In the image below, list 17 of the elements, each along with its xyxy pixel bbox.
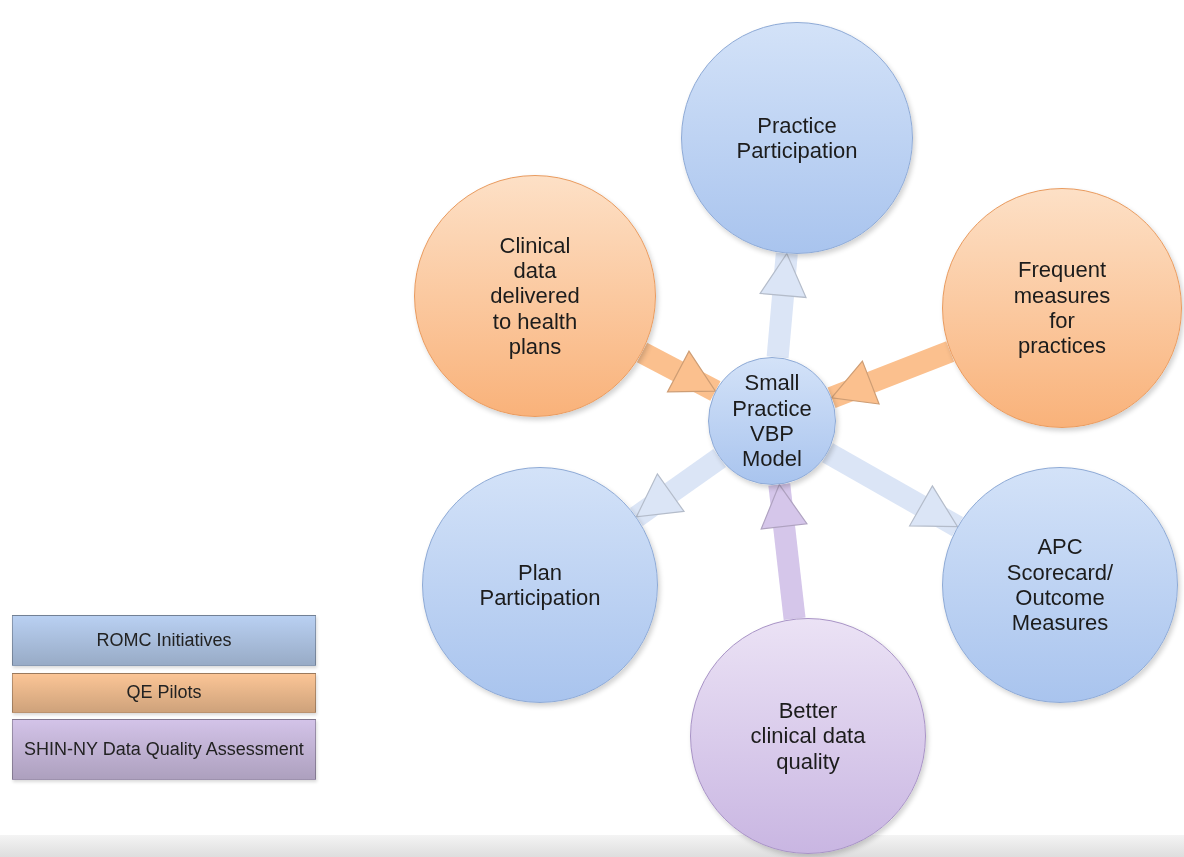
legend-label: QE Pilots [125,682,203,704]
block-arrow [636,342,721,401]
node-label: Plan Participation [478,559,602,611]
node-label: Clinical data delivered to health plans [489,232,581,360]
block-arrow [827,341,955,409]
block-arrow [760,483,808,621]
node-label: Small Practice VBP Model [731,370,813,472]
legend-label: SHIN-NY Data Quality Assessment [23,738,305,761]
block-arrow [630,448,727,526]
node-label: APC Scorecard/ Outcome Measures [1005,534,1115,636]
block-arrow [822,443,963,537]
legend-label: ROMC Initiatives [95,629,233,652]
circle-node [708,357,836,485]
node-label: Better clinical data quality [749,698,867,774]
node-label: Frequent measures for practices [1012,257,1112,359]
node-label: Practice Participation [735,112,859,164]
block-arrow [759,252,807,359]
